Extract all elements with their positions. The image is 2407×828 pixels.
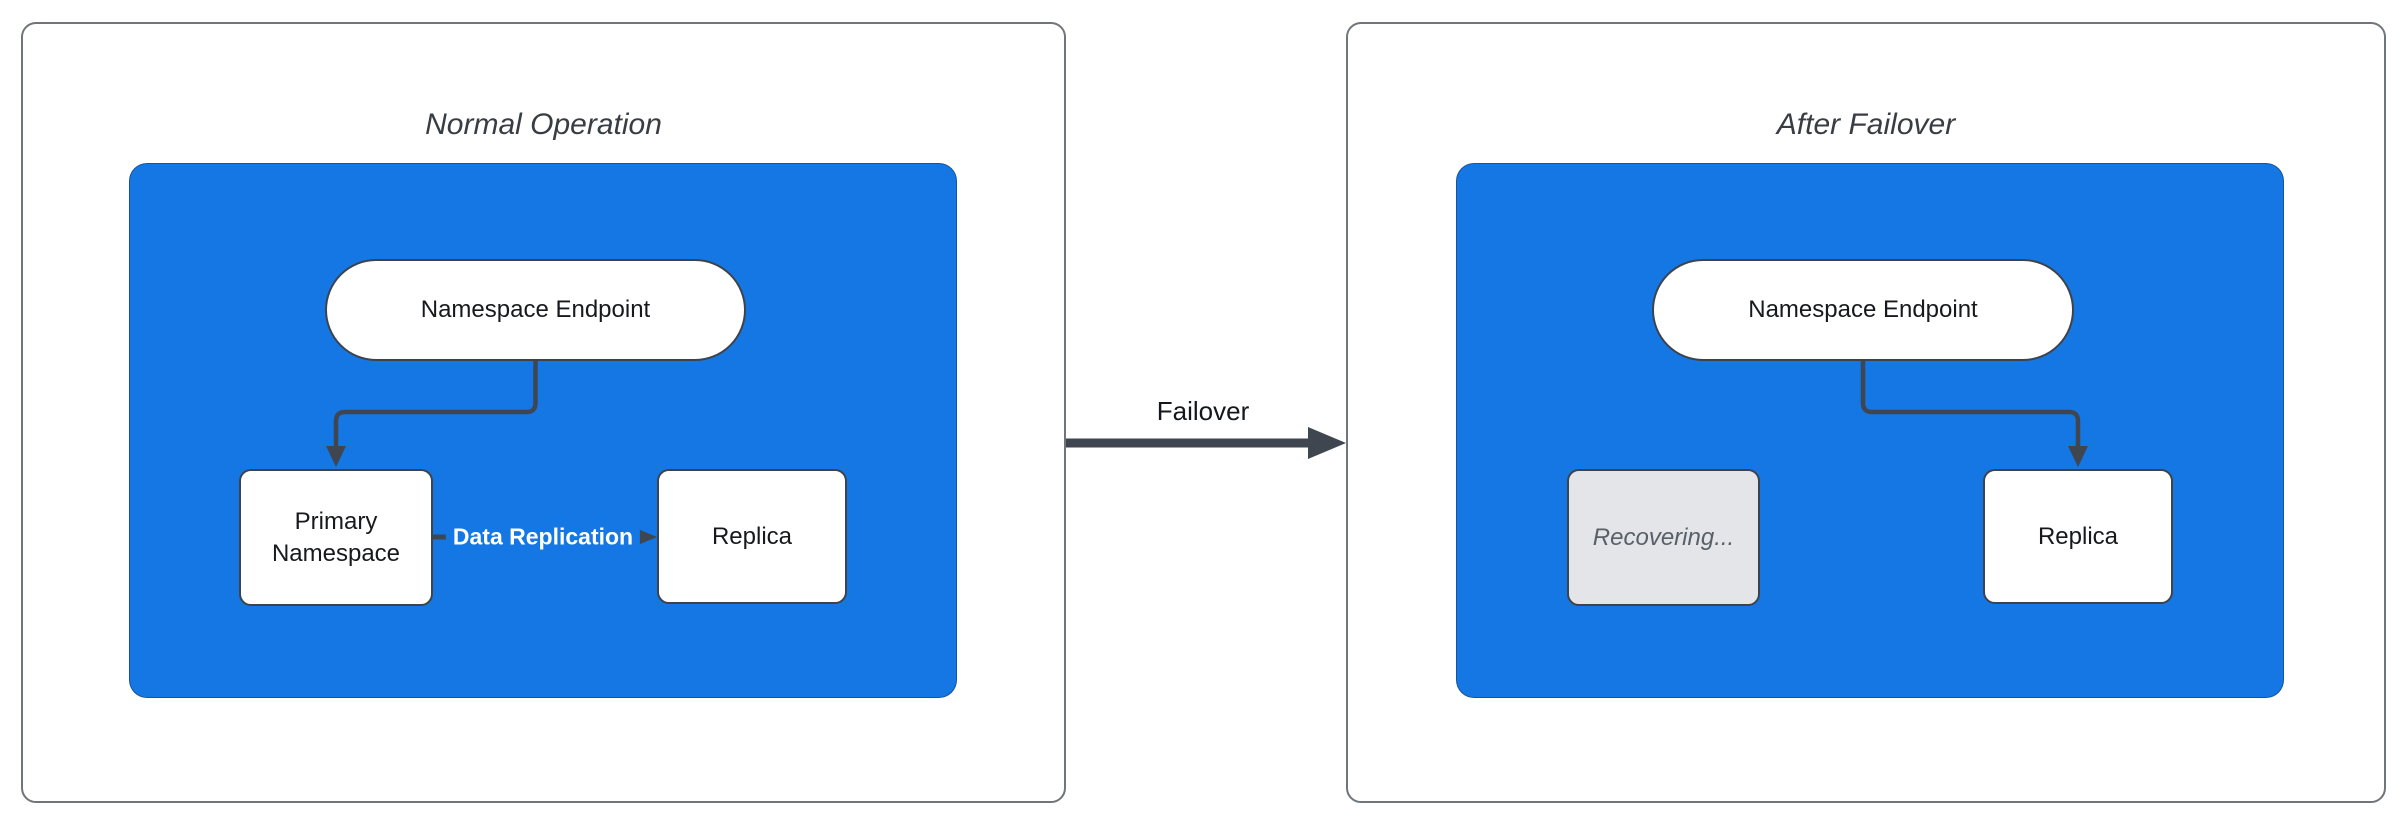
failover-label: Failover bbox=[1156, 396, 1250, 426]
namespace-endpoint-label-right: Namespace Endpoint bbox=[1748, 296, 1978, 324]
arrowhead-right-icon bbox=[1308, 427, 1346, 459]
namespace-endpoint-node-right: Namespace Endpoint bbox=[1652, 259, 2074, 361]
normal-operation-title: Normal Operation bbox=[425, 108, 662, 141]
normal-operation-cluster bbox=[129, 163, 957, 698]
after-failover-title: After Failover bbox=[1776, 108, 1956, 141]
after-failover-cluster bbox=[1456, 163, 2284, 698]
data-replication-label: Data Replication bbox=[445, 520, 641, 554]
namespace-endpoint-node-left: Namespace Endpoint bbox=[325, 259, 746, 361]
failover-arrow bbox=[1066, 427, 1346, 459]
recovering-node: Recovering... bbox=[1567, 469, 1760, 606]
replica-label-left: Replica bbox=[711, 522, 793, 550]
primary-namespace-node: Primary Namespace bbox=[239, 469, 433, 606]
replica-node-left: Replica bbox=[657, 469, 847, 604]
recovering-label: Recovering... bbox=[1592, 523, 1735, 551]
namespace-endpoint-label-left: Namespace Endpoint bbox=[420, 296, 651, 324]
replica-node-right: Replica bbox=[1983, 469, 2173, 604]
replica-label-right: Replica bbox=[2037, 522, 2119, 550]
primary-namespace-label: Primary Namespace bbox=[271, 508, 401, 567]
